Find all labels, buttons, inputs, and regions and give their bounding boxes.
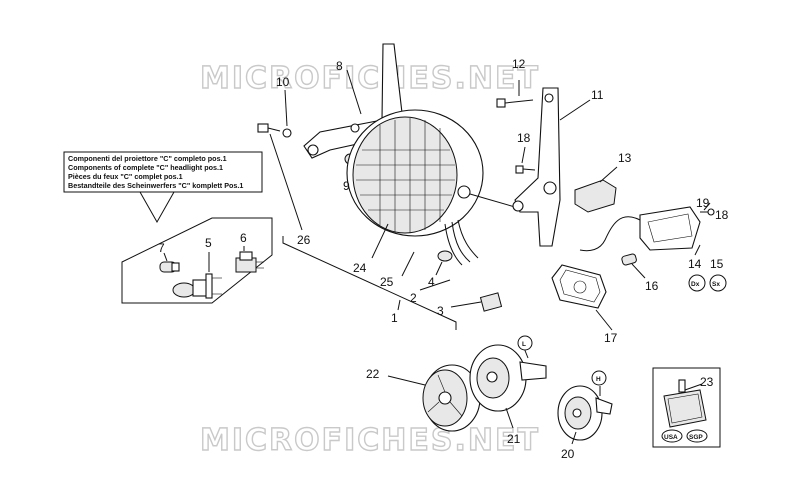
badge-l: L (517, 335, 533, 351)
badge-h: H (591, 370, 607, 386)
caption-line-en: Components of complete "C" headlight pos… (68, 163, 223, 172)
headlight-wiring-part (401, 219, 479, 277)
headlight-unit-part (346, 109, 516, 259)
svg-text:USA: USA (664, 434, 678, 441)
caption-line-fr: Pièces du feux "C" complet pos.1 (68, 172, 183, 181)
callout-18-left: 18 (517, 131, 531, 145)
assembly-leaders (282, 236, 457, 330)
svg-text:Sx: Sx (712, 281, 720, 288)
watermark-top: MICROFICHES.NET (200, 61, 540, 96)
lamp-socket-part (235, 246, 264, 273)
callout-23: 23 (700, 375, 714, 389)
callout-1: 1 (391, 311, 398, 325)
bolt-part (496, 80, 534, 108)
bulb-main-part (172, 252, 222, 299)
callout-5: 5 (205, 236, 212, 250)
callout-14: 14 (688, 257, 702, 271)
callout-26: 26 (297, 233, 311, 247)
svg-text:Dx: Dx (691, 281, 700, 288)
callout-8: 8 (336, 59, 343, 73)
badge-dx: Dx (688, 274, 706, 292)
front-indicator-part (579, 206, 701, 256)
svg-text:L: L (522, 341, 526, 348)
headlight-components-group (121, 217, 273, 304)
callout-21: 21 (507, 432, 521, 446)
callout-2: 2 (410, 291, 417, 305)
callout-15: 15 (710, 257, 724, 271)
caption-box: Componenti del proiettore "C" completo p… (63, 151, 263, 224)
caption-line-de: Bestandteile des Scheinwerfers "C" kompl… (68, 181, 243, 190)
horn-grille-part (387, 364, 481, 432)
flasher-relay-part (574, 166, 618, 213)
indicator-screw-part (700, 202, 715, 216)
badge-sgp: SGP (686, 429, 708, 443)
screw-part (257, 89, 303, 231)
callout-20: 20 (561, 447, 575, 461)
callout-3: 3 (437, 304, 444, 318)
watermark-bottom: MICROFICHES.NET (200, 423, 540, 458)
bolt-left-part (515, 146, 536, 174)
badge-sx: Sx (709, 274, 727, 292)
indicator-bracket-part (512, 87, 591, 247)
callout-6: 6 (240, 231, 247, 245)
callout-18-right: 18 (715, 208, 729, 222)
callout-22: 22 (366, 367, 380, 381)
badge-usa: USA (661, 429, 683, 443)
callout-25: 25 (380, 275, 394, 289)
callout-24: 24 (353, 261, 367, 275)
callout-13: 13 (618, 151, 632, 165)
rear-indicator-part (551, 264, 613, 331)
callout-11: 11 (591, 88, 604, 102)
svg-text:H: H (596, 376, 601, 383)
callout-4: 4 (428, 275, 435, 289)
caption-line-it: Componenti del proiettore "C" completo p… (68, 154, 227, 163)
svg-text:SGP: SGP (689, 434, 703, 441)
reflector-box (652, 367, 721, 448)
callout-12: 12 (512, 57, 526, 71)
callout-9: 9 (343, 179, 350, 193)
callout-7: 7 (158, 241, 165, 255)
callout-16: 16 (645, 279, 659, 293)
indicator-bulb-part (621, 253, 646, 279)
bulb-small-part (159, 252, 180, 273)
callout-10: 10 (276, 75, 290, 89)
callout-17: 17 (604, 331, 618, 345)
grommet-part (435, 250, 453, 276)
callout-19: 19 (696, 196, 710, 210)
horn-high-tone-part (557, 385, 613, 445)
connector-part (450, 292, 503, 312)
horn-low-tone-part (469, 344, 547, 429)
